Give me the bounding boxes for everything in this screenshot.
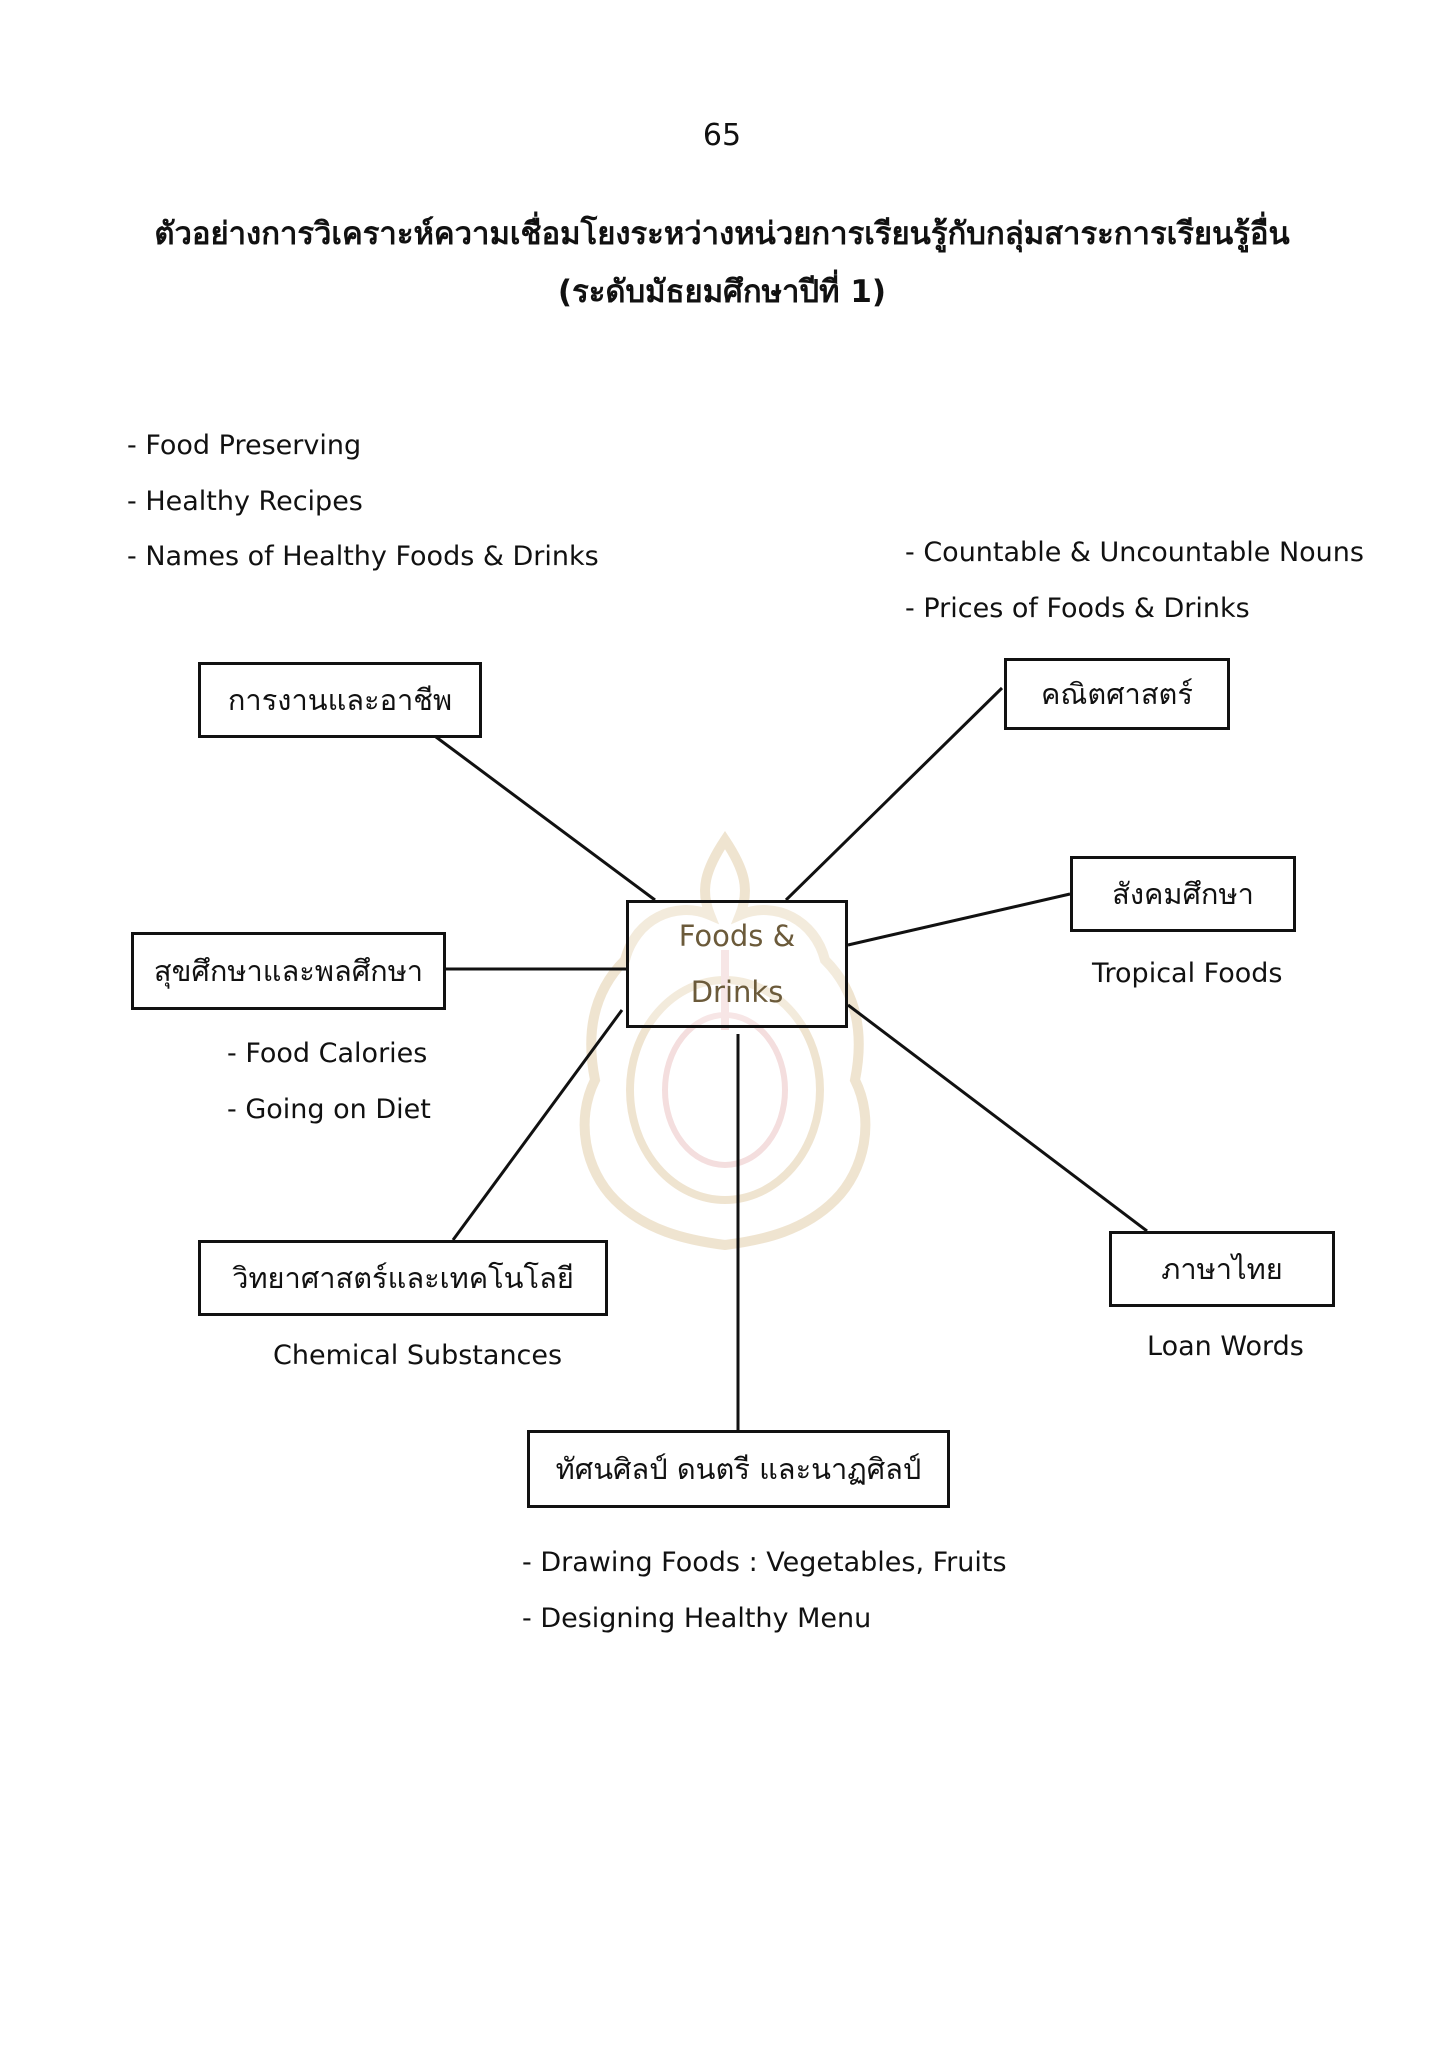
center-line-2: Drinks [690,975,784,1009]
line-social [847,892,1071,947]
node-center: Foods & Drinks [626,900,848,1028]
emblem-seal-watermark-icon [579,830,871,1250]
node-careers: การงานและอาชีพ [198,662,482,738]
careers-note-3: - Names of Healthy Foods & Drinks [127,541,599,572]
node-math: คณิตศาสตร์ [1004,658,1230,730]
health-note-1: - Food Calories [227,1038,428,1069]
thai-note-1: Loan Words [1147,1331,1304,1362]
health-note-2: - Going on Diet [227,1094,431,1125]
center-line-1: Foods & [678,919,796,953]
math-note-1: - Countable & Uncountable Nouns [905,537,1364,568]
science-note-1: Chemical Substances [273,1340,563,1371]
arts-note-2: - Designing Healthy Menu [522,1603,872,1634]
page-number: 65 [702,118,742,153]
math-note-2: - Prices of Foods & Drinks [905,593,1250,624]
line-thai [847,1003,1148,1233]
social-note-1: Tropical Foods [1092,958,1283,989]
node-science: วิทยาศาสตร์และเทคโนโลยี [198,1240,608,1316]
careers-note-1: - Food Preserving [127,430,362,461]
line-math [784,686,1004,902]
page-title: ตัวอย่างการวิเคราะห์ความเชื่อมโยงระหว่าง… [154,216,1290,252]
node-social: สังคมศึกษา [1070,856,1296,932]
page-subtitle: (ระดับมัธยมศึกษาปีที่ 1) [557,274,887,310]
node-health: สุขศึกษาและพลศึกษา [131,932,446,1010]
line-science [451,1009,624,1241]
careers-note-2: - Healthy Recipes [127,486,363,517]
arts-note-1: - Drawing Foods : Vegetables, Fruits [522,1547,1007,1578]
node-thai: ภาษาไทย [1109,1231,1335,1307]
node-arts: ทัศนศิลป์ ดนตรี และนาฏศิลป์ [527,1430,950,1508]
line-careers [431,732,656,902]
